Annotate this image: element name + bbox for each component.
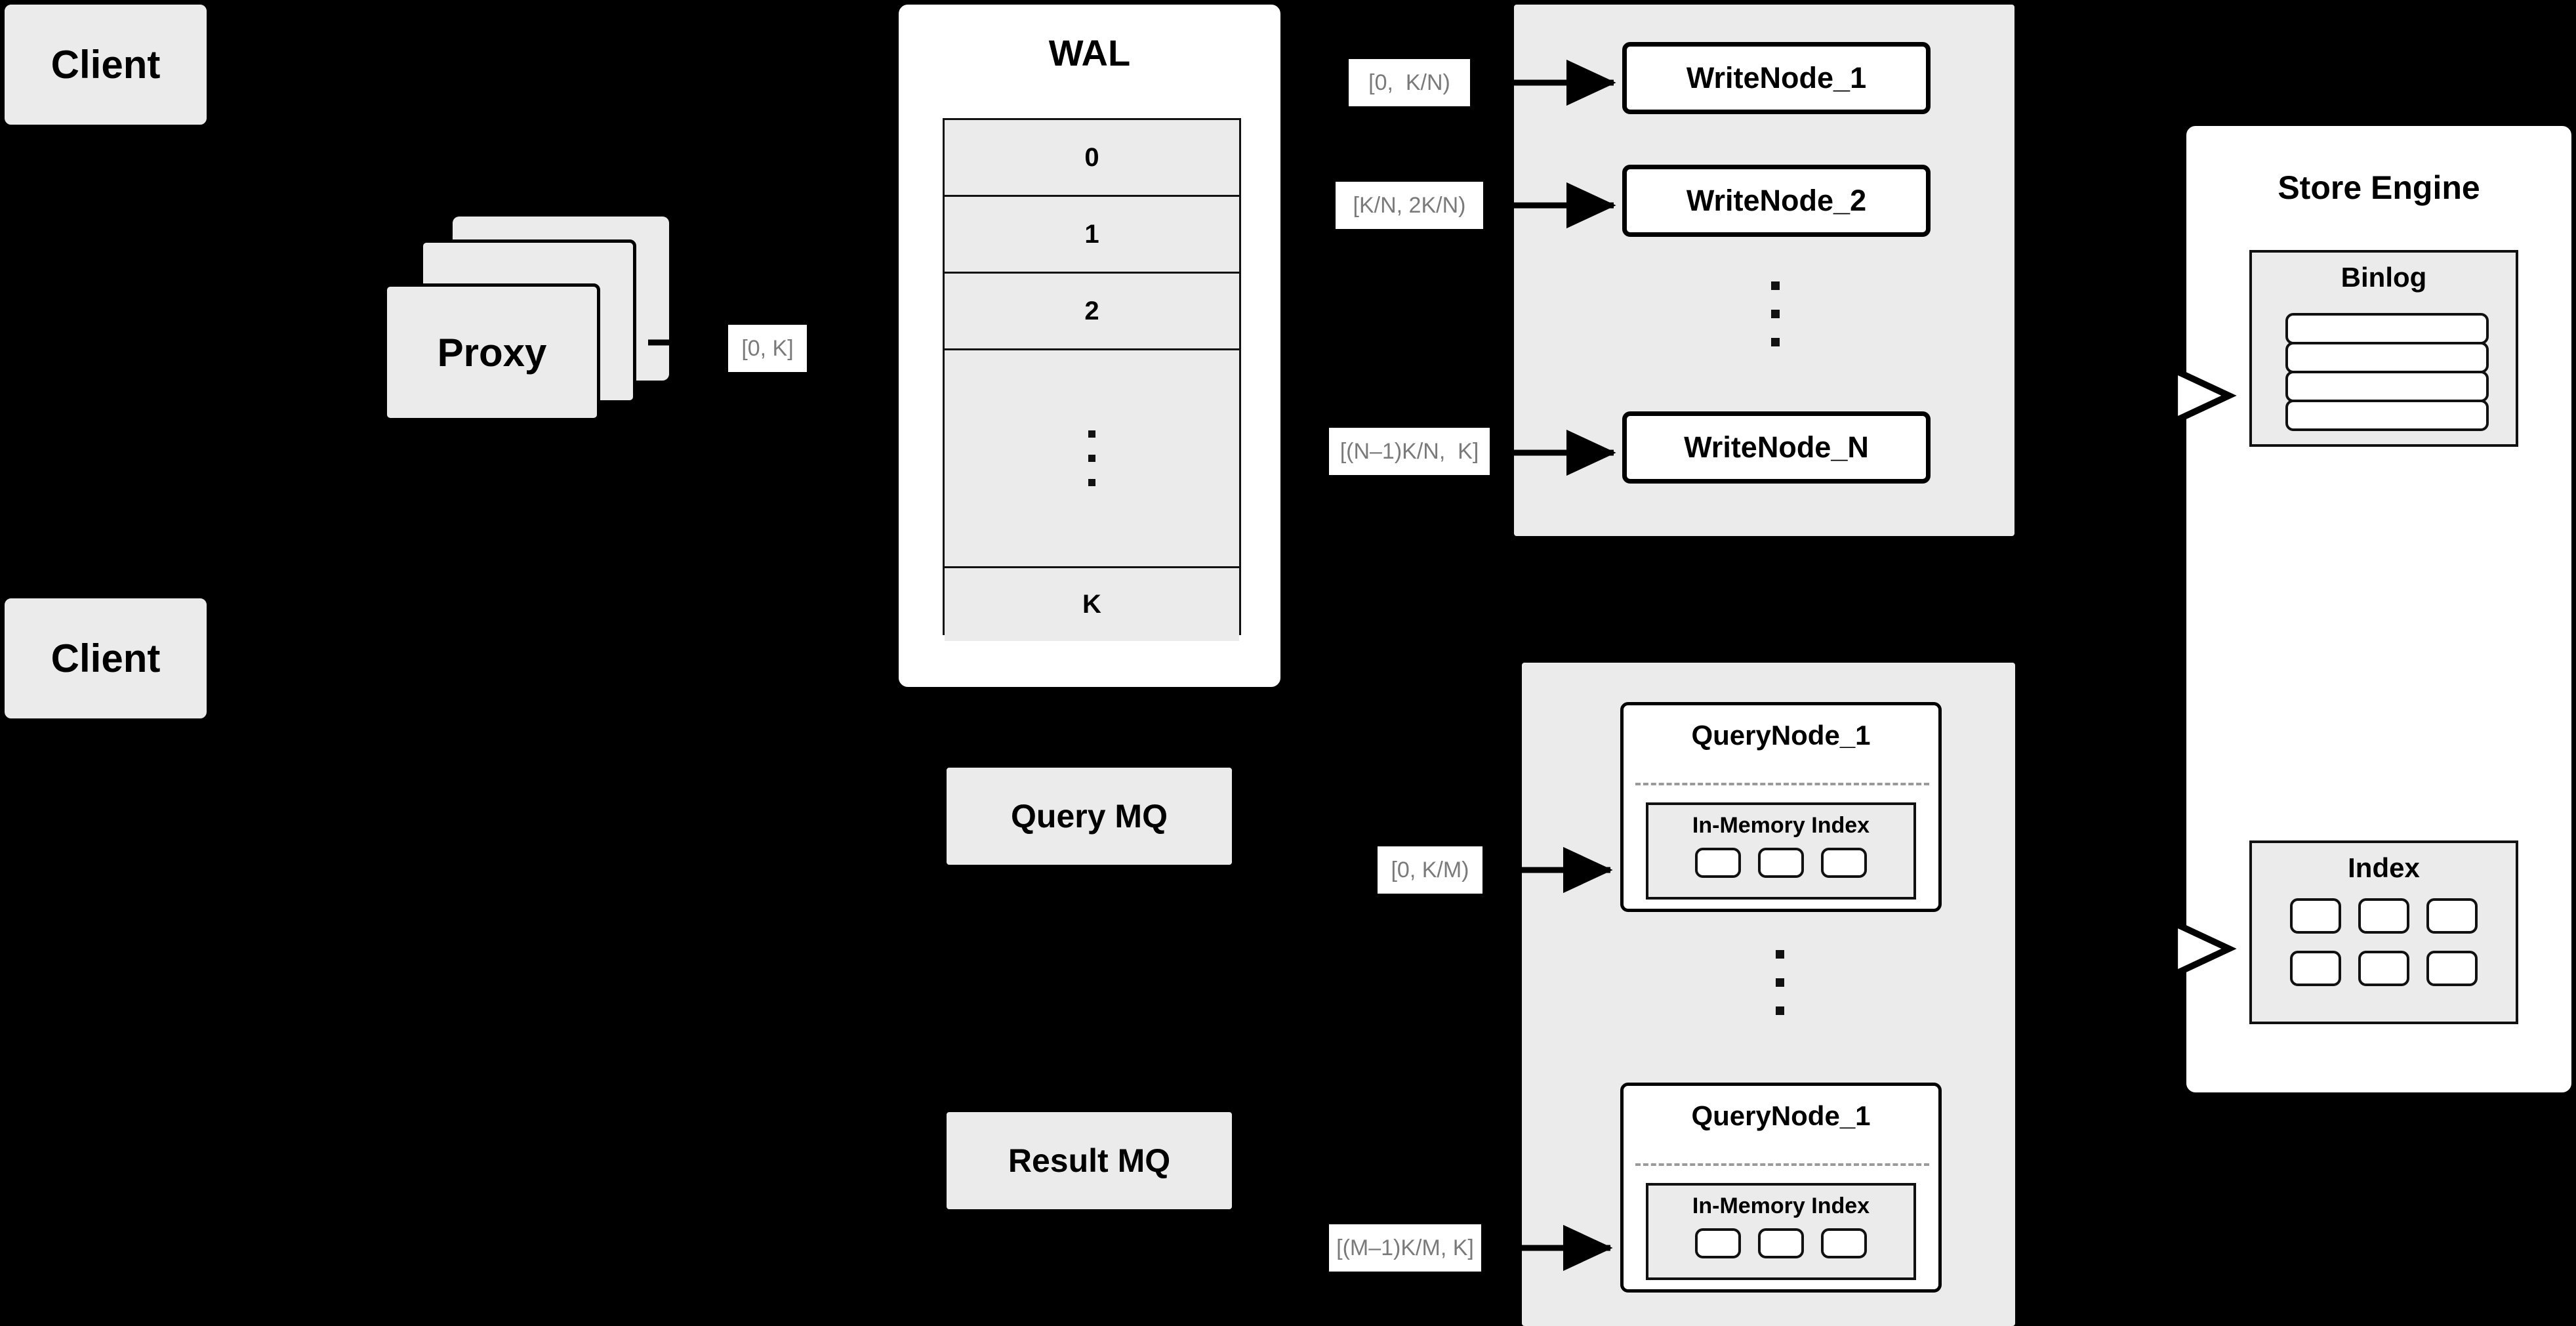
query-node-m-range-label: [(M–1)K/M, K] (1329, 1224, 1481, 1272)
index-grid-row (2290, 898, 2478, 934)
result-mq-label: Result MQ (1008, 1142, 1171, 1179)
in-memory-index-2: In-Memory Index (1646, 1183, 1916, 1280)
index-cell[interactable] (1695, 848, 1741, 878)
write-node-label: WriteNode_2 (1686, 184, 1867, 217)
index-cell[interactable] (2290, 898, 2341, 934)
in-memory-index-label: In-Memory Index (1692, 813, 1870, 838)
binlog-box: Binlog (2249, 250, 2518, 447)
client-box-2[interactable]: Client (5, 598, 207, 718)
binlog-row[interactable] (2285, 342, 2489, 373)
ellipsis-dot (1776, 1006, 1784, 1015)
binlog-row[interactable] (2285, 371, 2489, 402)
query-node-divider (1635, 1163, 1929, 1166)
binlog-title: Binlog (2341, 262, 2427, 293)
index-cell[interactable] (2426, 951, 2478, 986)
index-cell[interactable] (1695, 1228, 1741, 1258)
write-node-panel: WriteNode_1 WriteNode_2 WriteNode_N (1514, 5, 2014, 536)
query-mq-box[interactable]: Query MQ (947, 768, 1232, 865)
write-node-2[interactable]: WriteNode_2 (1622, 165, 1931, 237)
wal-panel: WAL 0 1 2 K (899, 5, 1280, 687)
ellipsis-dot (1771, 310, 1780, 318)
ellipsis-dot (1088, 455, 1095, 462)
store-index-title: Index (2348, 852, 2420, 883)
proxy-range-label: [0, K] (728, 325, 807, 372)
query-node-panel: QueryNode_1 In-Memory Index QueryNode_1 … (1522, 663, 2015, 1326)
client-label: Client (51, 43, 161, 87)
query-node-1[interactable]: QueryNode_1 In-Memory Index (1620, 702, 1942, 912)
query-node-label: QueryNode_1 (1691, 1100, 1871, 1131)
proxy-card-front[interactable]: Proxy (384, 283, 600, 421)
ellipsis-dot (1776, 950, 1784, 959)
store-engine-title: Store Engine (2278, 169, 2480, 206)
ellipsis-dot (1776, 978, 1784, 987)
index-cell[interactable] (1821, 848, 1867, 878)
query-node-m[interactable]: QueryNode_1 In-Memory Index (1620, 1083, 1942, 1293)
write-node-2-range-label: [K/N, 2K/N) (1336, 182, 1483, 229)
ellipsis-dot (1088, 430, 1095, 438)
index-cell[interactable] (2426, 898, 2478, 934)
wal-row[interactable]: 1 (945, 197, 1239, 274)
in-memory-index-label: In-Memory Index (1692, 1193, 1870, 1218)
index-cell[interactable] (2290, 951, 2341, 986)
query-node-label: QueryNode_1 (1691, 720, 1871, 751)
binlog-row[interactable] (2285, 400, 2489, 431)
write-node-n[interactable]: WriteNode_N (1622, 411, 1931, 484)
store-engine-panel: Store Engine Binlog Index (2186, 126, 2571, 1092)
result-mq-box[interactable]: Result MQ (947, 1112, 1232, 1209)
ellipsis-dot (1771, 281, 1780, 290)
wal-row[interactable]: K (945, 568, 1239, 641)
binlog-row[interactable] (2285, 313, 2489, 344)
write-node-1-range-label: [0, K/N) (1349, 59, 1470, 106)
client-label: Client (51, 636, 161, 680)
client-box-1[interactable]: Client (5, 5, 207, 125)
store-index-box: Index (2249, 840, 2518, 1024)
proxy-label: Proxy (437, 330, 547, 375)
wal-table: 0 1 2 K (943, 118, 1241, 641)
write-node-n-range-label: [(N–1)K/N, K] (1329, 428, 1490, 475)
write-node-ellipsis (1771, 281, 1780, 346)
query-mq-label: Query MQ (1011, 798, 1168, 835)
wal-row[interactable]: 2 (945, 274, 1239, 350)
ellipsis-dot (1771, 338, 1780, 346)
query-node-1-range-label: [0, K/M) (1378, 846, 1482, 894)
index-grid-row (2290, 951, 2478, 986)
wal-row-ellipsis (945, 350, 1239, 568)
index-cell[interactable] (1758, 1228, 1804, 1258)
in-memory-index-1: In-Memory Index (1646, 802, 1916, 900)
wal-title: WAL (1048, 32, 1131, 73)
index-cell[interactable] (1758, 848, 1804, 878)
write-node-label: WriteNode_1 (1686, 61, 1867, 94)
query-node-ellipsis (1776, 950, 1784, 1015)
ellipsis-dot (1088, 479, 1095, 486)
index-cell[interactable] (2358, 951, 2409, 986)
query-node-divider (1635, 783, 1929, 785)
index-cell[interactable] (2358, 898, 2409, 934)
write-node-label: WriteNode_N (1684, 430, 1869, 464)
write-node-1[interactable]: WriteNode_1 (1622, 42, 1931, 114)
index-cell[interactable] (1821, 1228, 1867, 1258)
wal-row[interactable]: 0 (945, 120, 1239, 197)
